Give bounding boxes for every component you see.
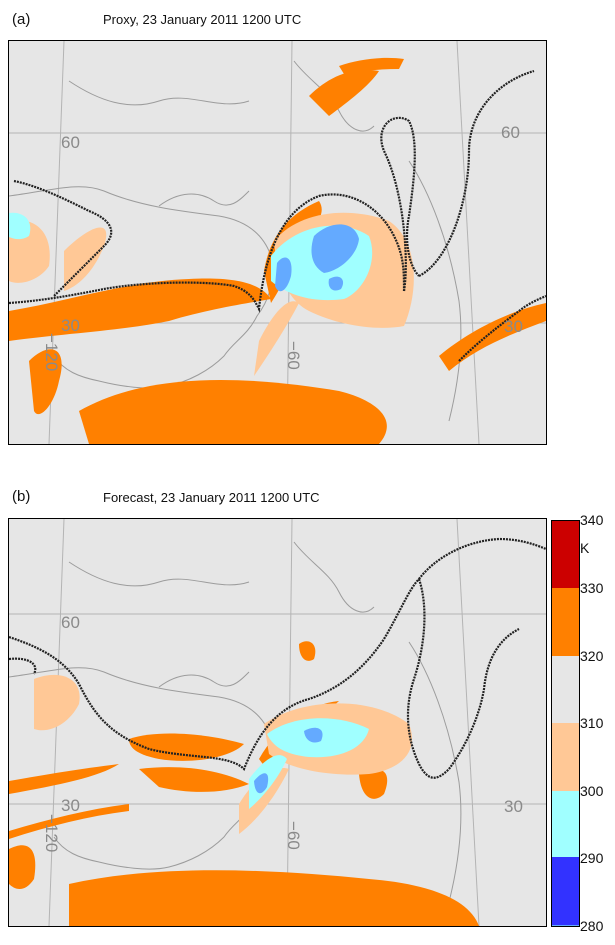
colorbar-tick-290: 290 xyxy=(580,850,604,866)
lat-60-label: 60 xyxy=(61,613,80,632)
colorbar-seg-300-310 xyxy=(552,723,579,791)
colorbar-tick-320: 320 xyxy=(580,648,604,664)
colorbar-unit: K xyxy=(580,540,590,556)
colorbar-tick-330: 330 xyxy=(580,580,604,596)
map-panel-a: 60 30 60 30 −120 −60 xyxy=(8,40,547,445)
map-a-svg xyxy=(9,41,546,444)
pv-contour xyxy=(9,537,546,779)
colorbar-tick-340: 340 xyxy=(580,512,604,528)
colorbar-seg-320-330 xyxy=(552,588,579,656)
band-290-300 xyxy=(275,224,359,292)
colorbar-seg-bottom xyxy=(552,857,579,925)
panel-b-title: Forecast, 23 January 2011 1200 UTC xyxy=(103,490,320,505)
lat-60-label: 60 xyxy=(61,133,80,152)
lat-60-label-right: 60 xyxy=(501,123,520,142)
colorbar-seg-290-300 xyxy=(552,791,579,858)
lat-30-label-right: 30 xyxy=(504,797,523,816)
colorbar-tick-300: 300 xyxy=(580,783,604,799)
lat-30-label-right: 30 xyxy=(504,317,523,336)
colorbar-seg-310-320 xyxy=(552,656,579,723)
pv-contour xyxy=(9,69,546,362)
lat-30-label: 30 xyxy=(61,796,80,815)
colorbar-tick-310: 310 xyxy=(580,715,604,731)
panel-a-title: Proxy, 23 January 2011 1200 UTC xyxy=(103,12,302,27)
map-b-svg xyxy=(9,519,546,926)
colorbar-tick-280: 280 xyxy=(580,918,604,934)
band-290-300 xyxy=(254,727,323,794)
panel-b-letter: (b) xyxy=(12,488,31,505)
lon-60-label: −60 xyxy=(284,821,303,850)
coastlines xyxy=(9,541,462,903)
coastlines xyxy=(9,60,462,422)
lon-60-label: −60 xyxy=(284,341,303,370)
lon-120-label: −120 xyxy=(42,814,61,853)
lon-120-label: −120 xyxy=(42,333,61,372)
lat-30-label: 30 xyxy=(61,316,80,335)
map-panel-b: 60 30 30 −120 −60 xyxy=(8,518,547,927)
band-320-330 xyxy=(9,641,479,926)
colorbar-seg-330-340 xyxy=(552,521,579,588)
panel-a-letter: (a) xyxy=(12,11,31,28)
band-320-330 xyxy=(9,57,546,444)
